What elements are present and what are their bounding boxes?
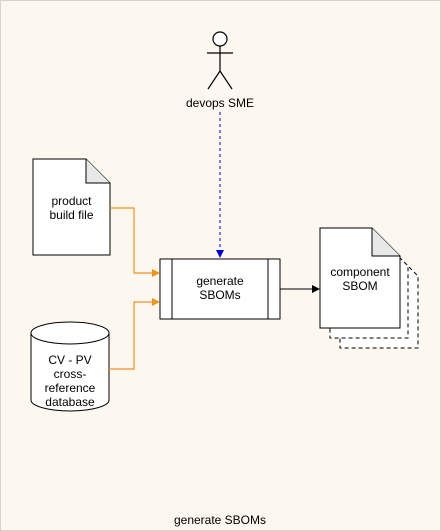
edge-database-to-process (109, 298, 160, 370)
process-label-line-1: generate (196, 274, 244, 288)
output-document-stack[interactable] (319, 227, 419, 349)
database-shape[interactable] (30, 321, 110, 412)
edge-build-file-to-process (110, 207, 160, 277)
actor-label: devops SME (185, 96, 255, 110)
database-label-line-4: database (45, 395, 95, 409)
actor-head (212, 31, 228, 47)
build-file-label: product build file (33, 194, 110, 222)
process-box[interactable] (159, 258, 281, 320)
build-file-fold (85, 159, 110, 184)
actor-left-leg (207, 70, 221, 90)
actor-figure[interactable] (207, 31, 233, 90)
build-file-label-line-1: product (51, 194, 92, 208)
database-label-line-1: CV - PV (48, 353, 92, 367)
edge-process-to-output (280, 285, 320, 293)
diagram-caption: generate SBOMs (173, 513, 267, 527)
edge-actor-to-process (216, 112, 224, 258)
database-label-line-3: reference (44, 381, 96, 395)
database-label: CV - PV cross- reference database (31, 353, 109, 409)
process-label-line-2: SBOMs (199, 288, 241, 302)
actor-right-leg (219, 70, 233, 90)
output-label-line-1: component (330, 265, 390, 279)
process-label: generate SBOMs (172, 274, 268, 302)
build-file-label-line-2: build file (49, 208, 94, 222)
output-label-line-2: SBOM (342, 279, 378, 293)
output-label: component SBOM (320, 265, 400, 293)
database-label-line-2: cross- (53, 367, 87, 381)
